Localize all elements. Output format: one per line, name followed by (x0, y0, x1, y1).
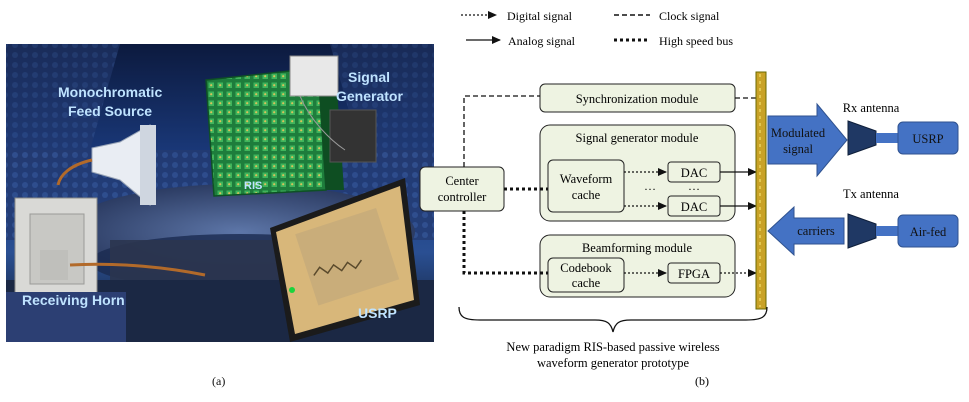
rx-antenna-label: Rx antenna (843, 101, 900, 115)
label-feed-source-line2: Feed Source (68, 103, 152, 119)
label-signal-generator-line1: Signal (348, 69, 390, 85)
label-usrp-photo: USRP (358, 305, 397, 321)
brace-label-line2: waveform generator prototype (537, 356, 689, 370)
diagram-panel: Digital signal Clock signal Analog signa… (419, 9, 959, 388)
codebook-cache-line1: Codebook (560, 261, 612, 275)
feed-horn (56, 124, 156, 207)
carriers-arrow (767, 205, 845, 257)
legend-highspeed: High speed bus (659, 34, 733, 48)
label-receiving-horn: Receiving Horn (22, 292, 125, 308)
caption-a: (a) (212, 374, 225, 388)
usrp-box (897, 121, 959, 155)
legend-analog: Analog signal (508, 34, 576, 48)
modulated-line2: signal (783, 142, 813, 156)
waveform-cache-line1: Waveform (560, 172, 613, 186)
waveform-cache (547, 159, 625, 213)
absorber-wall-left (6, 44, 120, 170)
beamforming-module-label: Beamforming module (582, 241, 692, 255)
label-feed-source-line1: Monochromatic (58, 84, 162, 100)
signal-generator-box (289, 55, 377, 163)
bottom-brace (458, 306, 768, 333)
usrp-box-label: USRP (912, 132, 943, 146)
legend: Digital signal Clock signal Analog signa… (461, 9, 733, 48)
clock-line-sync (463, 95, 540, 167)
siggen-module-label: Signal generator module (576, 131, 699, 145)
photo-panel: Monochromatic Feed Source Signal Generat… (6, 44, 434, 388)
tx-antenna-horn (847, 213, 877, 249)
dac-bottom-label: DAC (681, 200, 707, 214)
rx-antenna-feed (876, 133, 898, 143)
dac-top-label: DAC (681, 166, 707, 180)
caption-b: (b) (695, 374, 709, 388)
airfed-box (897, 214, 959, 248)
receiving-horn (6, 197, 206, 342)
modulated-line1: Modulated (771, 126, 826, 140)
label-signal-generator-line2: Generator (336, 88, 403, 104)
waveform-cache-line2: cache (572, 188, 601, 202)
usrp-laptop (270, 178, 420, 342)
tx-antenna-label: Tx antenna (843, 187, 899, 201)
modulated-signal-arrow (767, 102, 848, 178)
sync-module-label: Synchronization module (576, 92, 699, 106)
ris-bar (755, 71, 767, 310)
legend-digital: Digital signal (507, 9, 573, 23)
highspeed-bus-beamforming (462, 211, 548, 275)
carriers-label: carriers (797, 224, 835, 238)
codebook-cache-line2: cache (572, 276, 601, 290)
ellipsis-dac: … (688, 179, 700, 193)
ellipsis-dots: … (644, 179, 656, 193)
airfed-box-label: Air-fed (910, 225, 947, 239)
legend-clock: Clock signal (659, 9, 720, 23)
codebook-cache (547, 257, 625, 293)
tx-antenna-feed (876, 226, 898, 236)
center-controller-line2: controller (438, 190, 487, 204)
brace-label-line1: New paradigm RIS-based passive wireless (506, 340, 719, 354)
center-controller-line1: Center (445, 174, 479, 188)
rx-antenna-horn (847, 120, 877, 156)
label-ris: RIS (244, 180, 262, 192)
fpga-label: FPGA (678, 267, 710, 281)
